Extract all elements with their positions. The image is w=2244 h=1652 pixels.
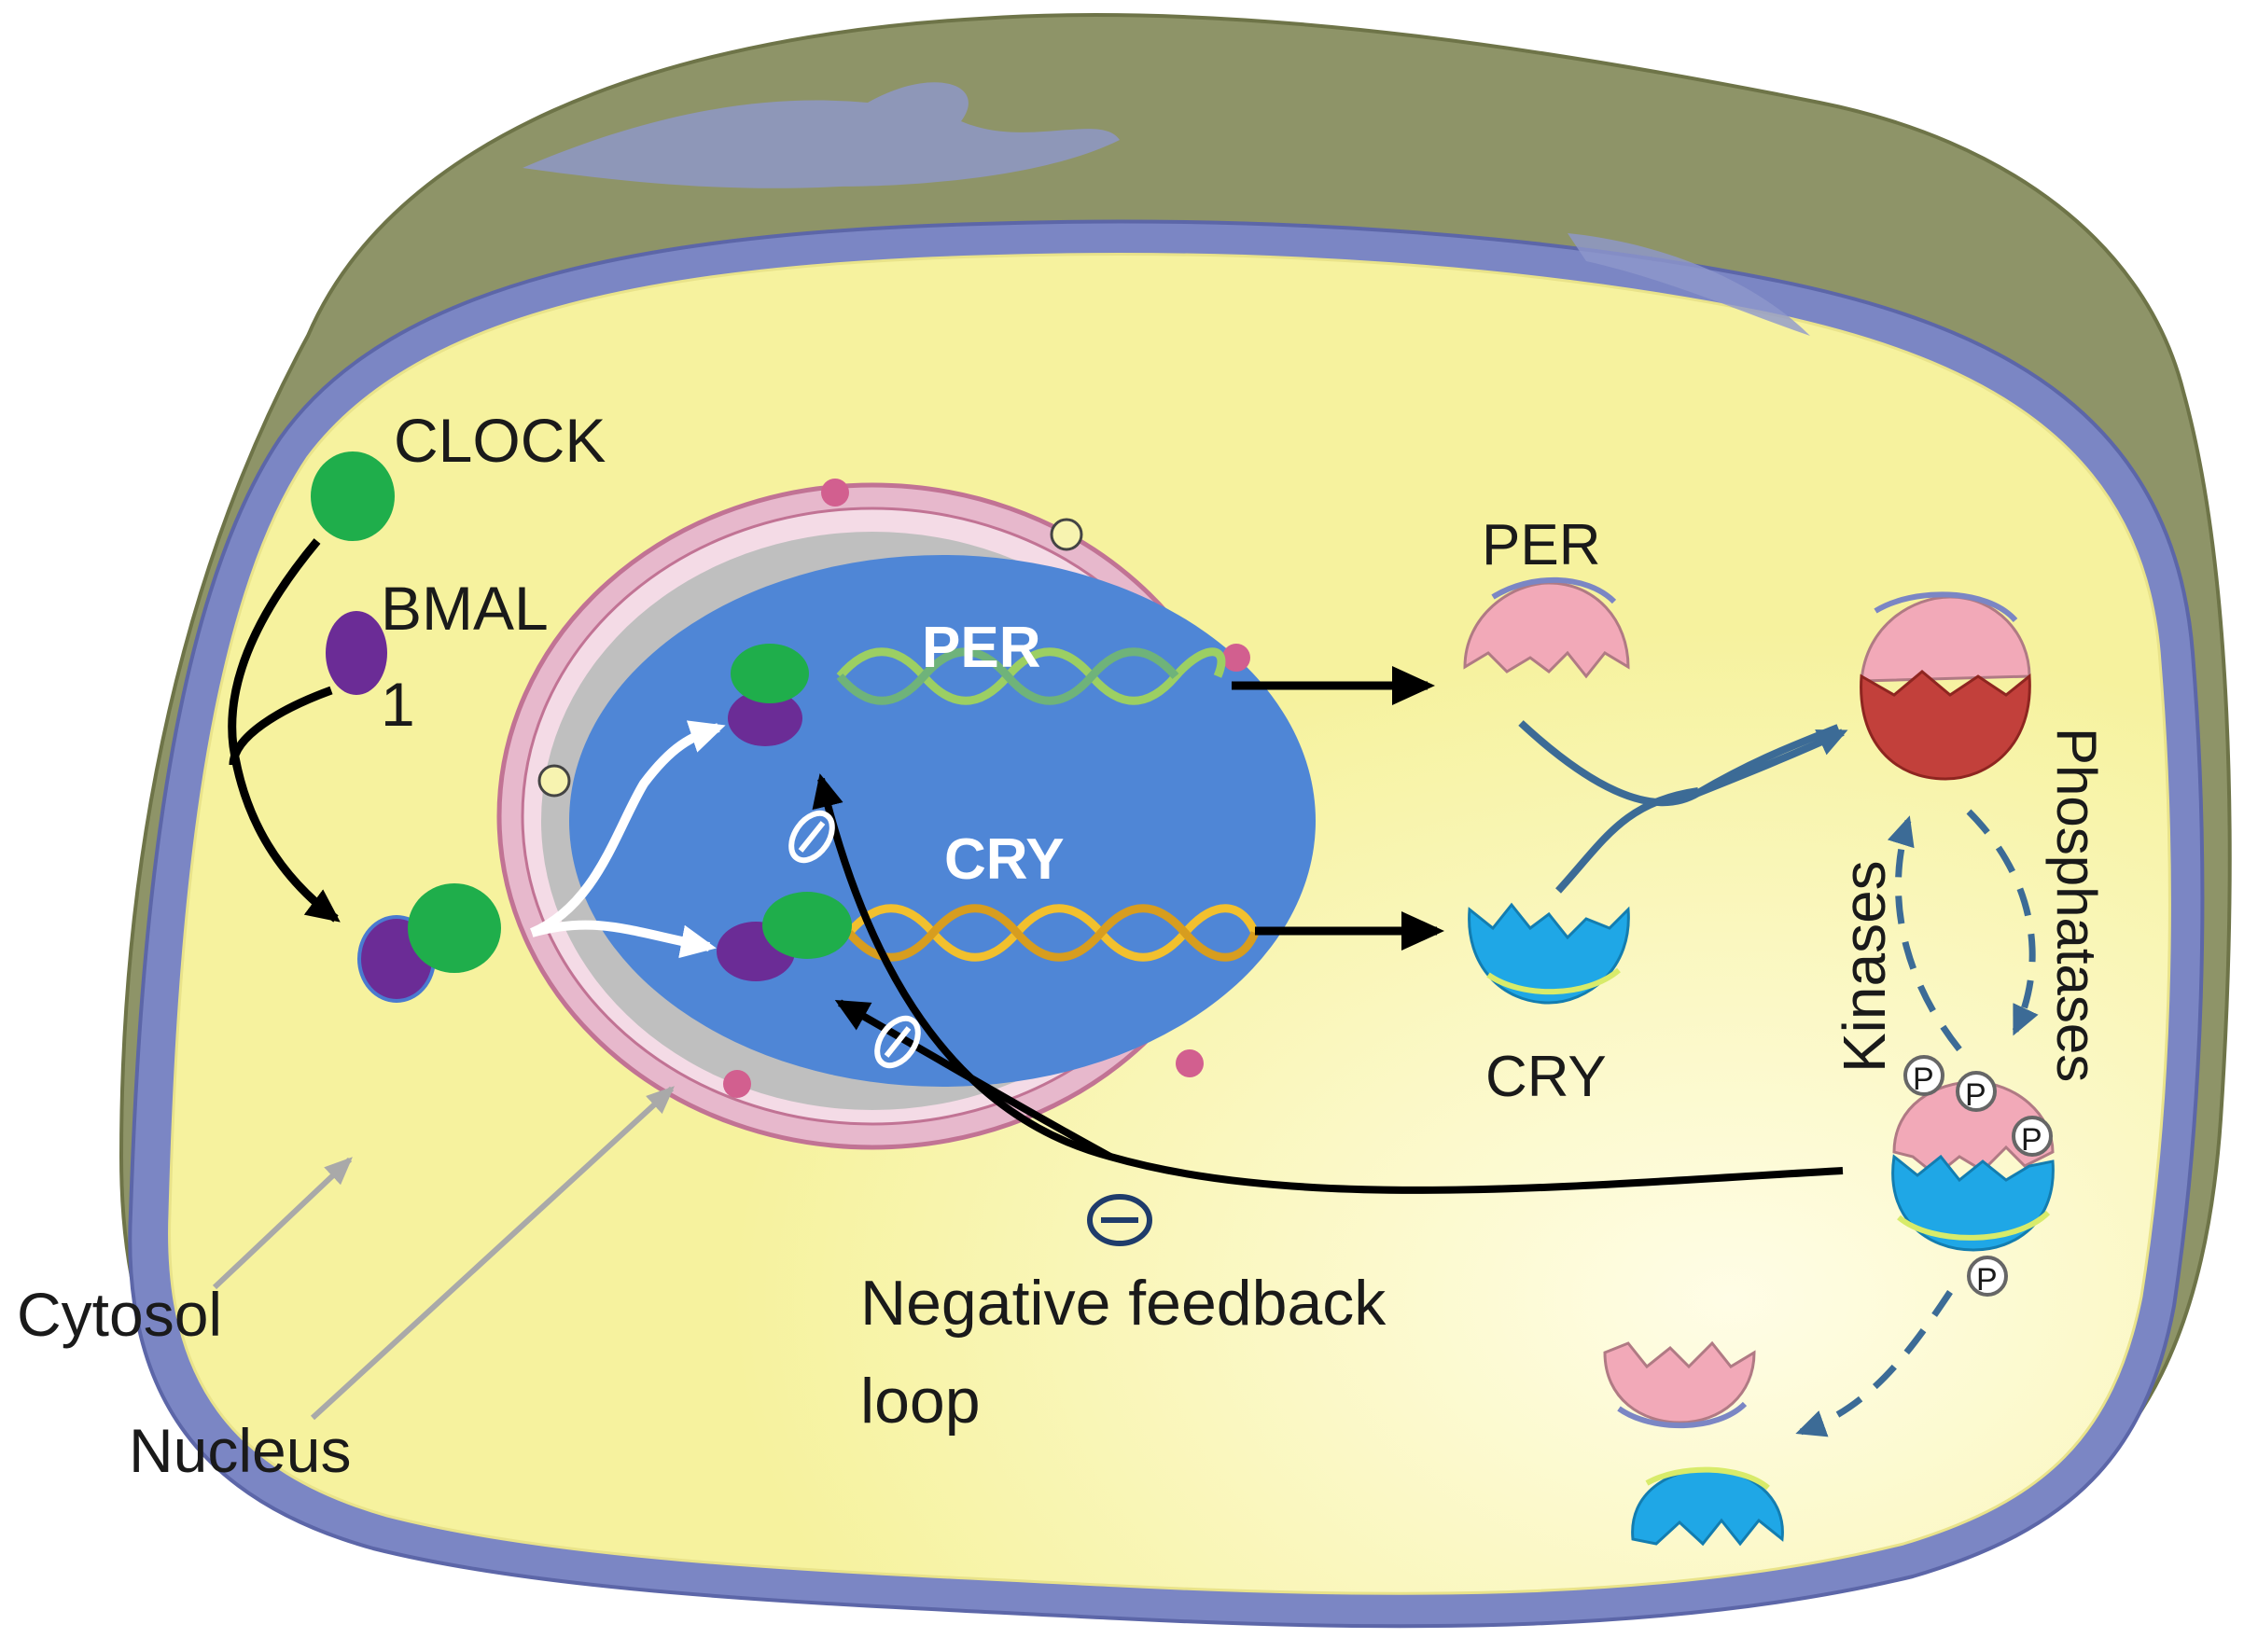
bmal1-protein	[326, 611, 387, 695]
phospho-label: P	[1913, 1062, 1934, 1097]
phospho-circle	[1967, 1256, 2008, 1297]
label-per-protein: PER	[1482, 513, 1600, 577]
nuclear-pore	[821, 479, 849, 507]
label-clock: CLOCK	[394, 406, 606, 475]
inhibition-bar	[884, 1026, 912, 1058]
label-negative-feedback-line2: loop	[860, 1366, 981, 1437]
cry-gene-dna	[845, 904, 1260, 962]
arrow-degradation	[1795, 1290, 1953, 1437]
label-bmal1-line2: 1	[381, 670, 415, 739]
bmal1-protein	[728, 690, 802, 746]
arrow-cytosol-pointer	[212, 1157, 353, 1290]
er-decoration	[523, 82, 1120, 188]
label-kinases: Kinases	[1831, 860, 1898, 1073]
phospho-circle	[2012, 1116, 2053, 1157]
label-negative-feedback-line1: Negative feedback	[860, 1268, 1387, 1339]
clock-protein	[731, 644, 809, 703]
arrow-merge-to-complex	[1696, 729, 1848, 797]
label-bmal1-line1: BMAL	[381, 574, 549, 643]
arrow-cry-to-complex	[1555, 787, 1699, 894]
label-per-gene: PER	[922, 616, 1040, 680]
phospho-label: P	[2021, 1122, 2042, 1158]
arrow-negative-feedback-cry	[834, 999, 1112, 1160]
inhibition-symbol	[874, 1015, 921, 1069]
arrow-kinases	[1887, 815, 1962, 1052]
phospho-circle	[1903, 1055, 1944, 1096]
arrow-negative-feedback-per	[812, 773, 1844, 1194]
negative-feedback-symbol	[1087, 1194, 1152, 1246]
inhibition-symbol	[788, 810, 835, 864]
degraded-cry	[1631, 1466, 1784, 1547]
label-cry-protein: CRY	[1485, 1045, 1607, 1109]
nuclear-vesicle	[1050, 518, 1083, 551]
label-nucleus: Nucleus	[129, 1416, 351, 1485]
clock-protein	[762, 892, 852, 959]
phospho-label: P	[1976, 1262, 1998, 1298]
phospho-circle	[1956, 1071, 1997, 1112]
arrow-dimer-to-cry-promoter	[530, 920, 717, 959]
arrow-clock-to-dimer	[228, 538, 341, 923]
clock-protein	[408, 883, 501, 973]
inhibition-bar	[798, 821, 826, 853]
nuclear-pore	[723, 1070, 751, 1098]
per-cry-complex	[1860, 591, 2031, 781]
nuclear-vesicle	[537, 764, 571, 798]
arrow-phosphatases	[1966, 809, 2039, 1036]
er-decoration-2	[1568, 233, 1810, 336]
per-protein-shape	[1463, 576, 1630, 679]
arrow-nucleus-pointer	[310, 1086, 675, 1421]
label-cry-gene: CRY	[944, 827, 1065, 892]
arrow-bmal1-to-dimer	[229, 686, 333, 766]
phospho-label: P	[1965, 1077, 1986, 1113]
degraded-per	[1603, 1340, 1756, 1429]
per-gene-dna	[836, 647, 1226, 705]
label-cytosol: Cytosol	[17, 1280, 222, 1349]
label-phosphatases: Phosphatases	[2045, 728, 2108, 1082]
arrow-dimer-to-per-promoter	[529, 720, 726, 937]
nuclear-pore	[1222, 644, 1250, 672]
clock-protein	[311, 451, 395, 541]
cry-protein-shape	[1468, 902, 1630, 1005]
phosphorylated-complex	[1891, 1080, 2055, 1252]
nuclear-pore	[1176, 1049, 1204, 1077]
